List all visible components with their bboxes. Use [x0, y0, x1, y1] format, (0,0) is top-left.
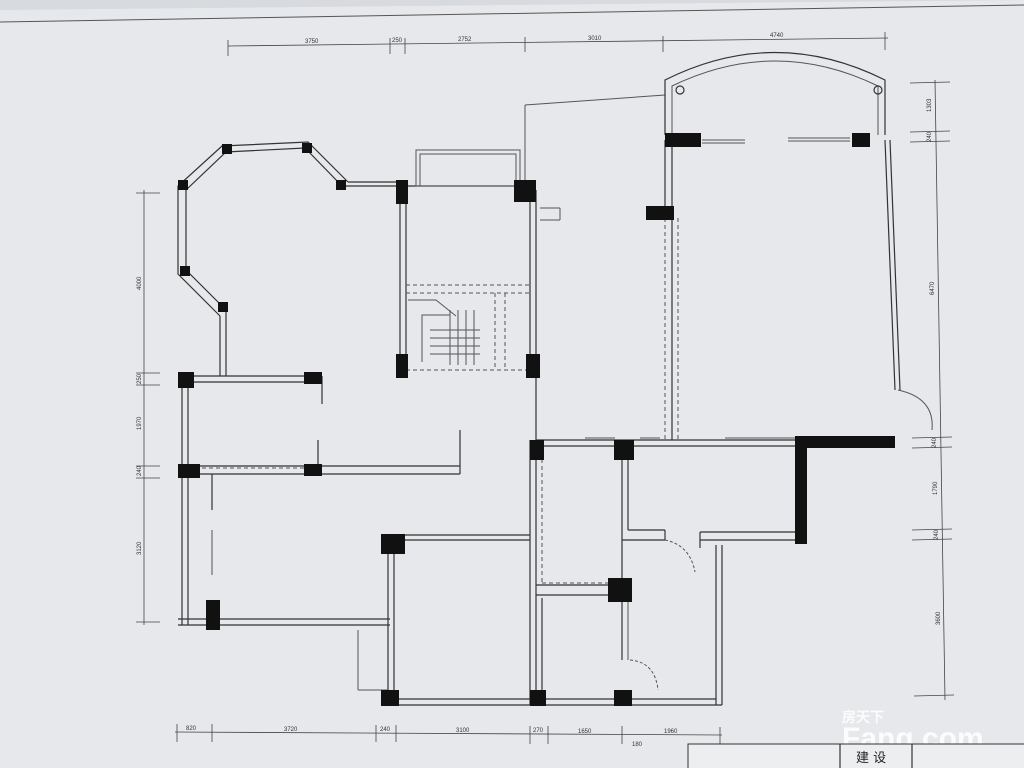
dim-left-2: 250	[137, 373, 143, 384]
dim-bottom-3: 240	[380, 727, 391, 733]
dim-bottom-2: 3720	[284, 727, 298, 733]
dim-left-1: 4000	[137, 276, 143, 290]
dimension-right: 1303 240 6470 240 1790 240 3600	[909, 79, 955, 701]
structural-columns	[178, 85, 895, 706]
dim-left-4: 240	[137, 465, 143, 476]
dim-top-3: 2752	[458, 37, 472, 43]
dim-right-4: 240	[932, 437, 938, 448]
dim-top-4: 3010	[588, 36, 602, 42]
dim-right-6: 240	[934, 529, 940, 540]
dim-top-2: 250	[392, 38, 403, 44]
title-block: 建 设	[687, 743, 1024, 768]
dim-bottom-6: 1650	[578, 729, 592, 735]
dim-left-5: 3120	[137, 541, 143, 555]
dim-right-7: 3600	[936, 611, 942, 625]
watermark-cn: 房天下	[842, 709, 884, 725]
dimension-left: 4000 250 1970 240 3120	[136, 190, 160, 625]
dim-top-5: 4740	[770, 33, 784, 39]
dimension-top: 3750 250 2752 3010 4740	[227, 32, 889, 56]
dim-bottom-5: 270	[533, 728, 544, 734]
staircase	[408, 299, 480, 365]
dim-bottom-4: 3100	[456, 728, 470, 734]
dimension-bottom: 820 3720 240 3100 270 1650 1960 180	[174, 724, 723, 748]
dim-bottom-7: 1960	[664, 729, 678, 735]
dim-right-3: 6470	[930, 281, 936, 295]
dim-bottom-1: 820	[186, 726, 197, 732]
dim-right-5: 1790	[933, 481, 939, 495]
dim-left-3: 1970	[137, 416, 143, 430]
title-block-label: 建 设	[856, 751, 886, 766]
dim-top-1: 3750	[305, 39, 319, 45]
dim-right-1: 1303	[927, 98, 933, 112]
dim-bottom-8: 180	[632, 742, 643, 748]
dim-right-2: 240	[927, 131, 933, 142]
